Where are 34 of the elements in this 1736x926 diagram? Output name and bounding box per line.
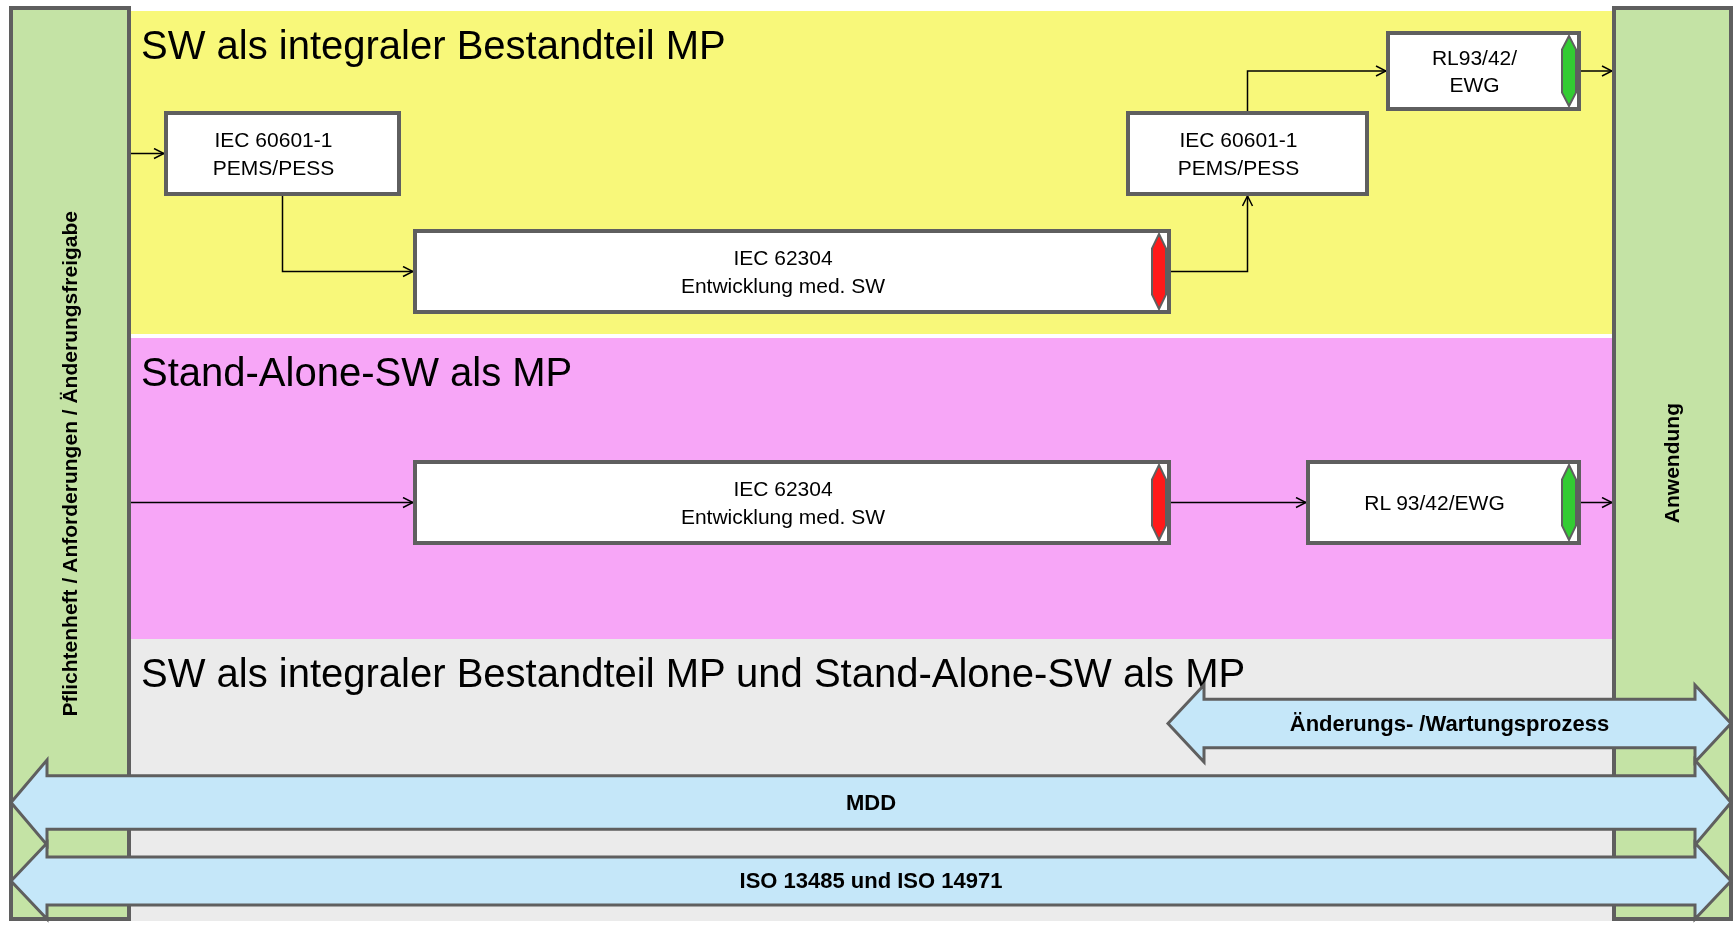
band-heading: SW als integraler Bestandteil MP und Stand-Alone-SW als MP	[141, 651, 1246, 696]
bar-label: Pflichtenheft / Anforderungen / Änderungsfreigabe	[56, 210, 82, 717]
arrow	[1580, 65, 1613, 77]
arrow	[130, 496, 414, 509]
band-heading: Stand-Alone-SW als MP	[141, 350, 573, 395]
arrow	[130, 147, 165, 160]
arrow	[281, 195, 414, 278]
arrow-label: Änderungs- /Wartungsprozess	[1289, 710, 1610, 737]
arrow	[1170, 496, 1307, 509]
process-box	[1306, 460, 1581, 545]
box-text: PEMS/PESS	[212, 154, 335, 181]
process-box	[413, 460, 1171, 545]
box-text: Entwicklung med. SW	[680, 272, 886, 299]
process-box	[1126, 111, 1369, 196]
process-box	[1386, 31, 1581, 111]
arrow-label: ISO 13485 und ISO 14971	[739, 868, 1003, 894]
category-band	[131, 338, 1612, 639]
box-text: IEC 62304	[733, 476, 833, 503]
process-box	[164, 111, 401, 196]
arrow	[1170, 195, 1254, 273]
arrow-label: MDD	[845, 789, 897, 816]
arrow	[1246, 65, 1387, 112]
box-text: IEC 60601-1	[214, 127, 333, 154]
box-text: PEMS/PESS	[1177, 154, 1300, 181]
category-band	[131, 11, 1612, 334]
box-text: RL 93/42/EWG	[1364, 489, 1505, 516]
arrow	[1580, 496, 1613, 509]
process-box	[413, 229, 1171, 314]
bar-label: Anwendung	[1659, 403, 1685, 524]
box-text: Entwicklung med. SW	[680, 503, 886, 530]
box-text: IEC 62304	[733, 245, 833, 272]
band-heading: SW als integraler Bestandteil MP	[141, 23, 726, 68]
box-text: IEC 60601-1	[1179, 127, 1298, 154]
box-text: RL93/42/ EWG	[1430, 44, 1519, 98]
